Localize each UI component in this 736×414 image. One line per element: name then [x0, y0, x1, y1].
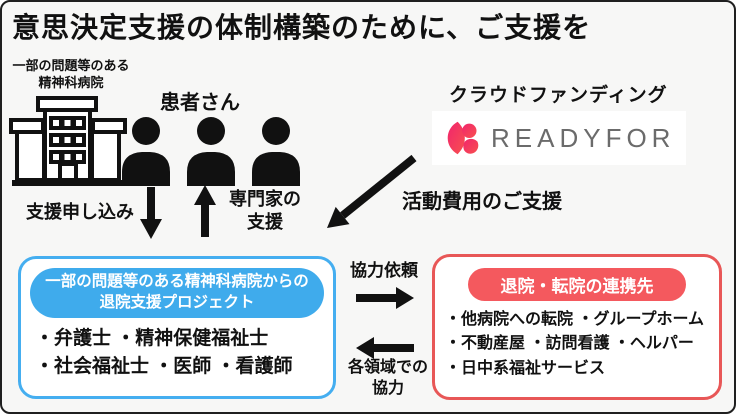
hospital-label-line2: 精神科病院 — [38, 74, 104, 90]
project-title-line1: 一部の問題等のある精神科病院からの — [45, 273, 309, 290]
person-icon — [252, 117, 300, 186]
project-member-line: ・弁護士 ・精神保健福祉士 — [35, 327, 269, 349]
partner-title-pill: 退院・転院の連携先 — [468, 268, 686, 301]
project-member-line: ・社会福祉士 ・医師 ・看護師 — [35, 356, 293, 378]
patients-label: 患者さん — [160, 92, 240, 114]
readyfor-logo-mark-icon — [447, 121, 479, 155]
slide-title: 意思決定支援の体制構築のために、ご支援を — [12, 12, 592, 43]
readyfor-logo: READYFOR — [432, 111, 686, 165]
crowdfunding-label: クラウドファンディング — [449, 85, 668, 106]
project-title-pill: 一部の問題等のある精神科病院からの 退院支援プロジェクト — [30, 268, 324, 318]
expert-support-label: 専門家の 支援 — [220, 188, 310, 235]
person-icon — [187, 117, 235, 186]
partner-item: ・日中系福祉サービス — [445, 359, 606, 377]
expert-support-line1: 専門家の — [229, 189, 301, 209]
partner-item-list: ・他病院への転院 ・グループホーム ・不動産屋 ・訪問看護 ・ヘルパー ・日中系… — [445, 308, 719, 381]
down-arrow-icon — [140, 187, 162, 239]
right-arrow-icon — [356, 287, 414, 309]
readyfor-logo-text: READYFOR — [491, 122, 676, 153]
project-member-list: ・弁護士 ・精神保健福祉士 ・社会福祉士 ・医師 ・看護師 — [35, 325, 333, 382]
project-title-line2: 退院支援プロジェクト — [99, 293, 255, 311]
hospital-building-icon — [9, 96, 127, 186]
up-arrow-icon — [194, 185, 216, 237]
partner-item: ・他病院への転院 ・グループホーム — [445, 311, 705, 328]
cooperation-request-label: 協力依頼 — [350, 261, 418, 280]
hospital-label-line1: 一部の問題等のある — [12, 58, 130, 73]
funding-support-label: 活動費用のご支援 — [402, 191, 562, 213]
field-cooperation-line1: 各領域での — [347, 359, 428, 376]
person-icon — [122, 117, 170, 186]
field-cooperation-line2: 協力 — [371, 379, 404, 397]
hospital-label: 一部の問題等のある 精神科病院 — [4, 58, 138, 92]
project-box: 一部の問題等のある精神科病院からの 退院支援プロジェクト ・弁護士 ・精神保健福… — [18, 256, 336, 399]
field-cooperation-label: 各領域での 協力 — [340, 358, 436, 400]
left-arrow-icon — [356, 337, 414, 359]
expert-support-line2: 支援 — [247, 212, 283, 233]
partner-box: 退院・転院の連携先 ・他病院への転院 ・グループホーム ・不動産屋 ・訪問看護 … — [432, 254, 722, 400]
apply-support-label: 支援申し込み — [26, 202, 134, 222]
patients-icon-row — [120, 116, 302, 186]
partner-title: 退院・転院の連携先 — [500, 277, 654, 296]
partner-item: ・不動産屋 ・訪問看護 ・ヘルパー — [445, 335, 694, 353]
diagonal-arrow-icon — [327, 154, 417, 228]
